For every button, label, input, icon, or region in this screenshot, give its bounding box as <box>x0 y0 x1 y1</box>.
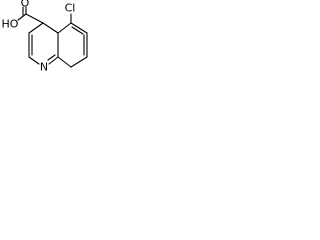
pyridine-ring <box>28 22 59 65</box>
bond-c4a-c5 <box>57 22 72 34</box>
bond-c5-c6 <box>70 22 88 34</box>
bond-c4a-c4 <box>42 22 59 34</box>
bond-n1-c8a-double <box>47 54 56 61</box>
bond-c5-c6-double <box>71 26 84 35</box>
bond-c2-n1 <box>28 56 40 65</box>
carbonyl-oxygen-label: O <box>21 0 30 10</box>
hydroxyl-label: HO <box>2 18 19 31</box>
bond-c4-c3 <box>28 22 44 34</box>
benzene-ring <box>57 22 88 68</box>
bond-n1-c8a <box>48 56 59 65</box>
carboxylic-acid-group <box>17 6 44 24</box>
quinoline-carboxylic-acid-structure: Cl O HO N <box>2 0 88 74</box>
bond-c8-c8a <box>57 56 72 68</box>
bond-c7-c8 <box>70 56 88 68</box>
chlorine-label: Cl <box>65 2 76 15</box>
bond-carboxyl-to-hydroxyl <box>17 13 27 21</box>
bond-c4-carboxyl-carbon <box>25 13 44 24</box>
nitrogen-label: N <box>40 61 48 74</box>
